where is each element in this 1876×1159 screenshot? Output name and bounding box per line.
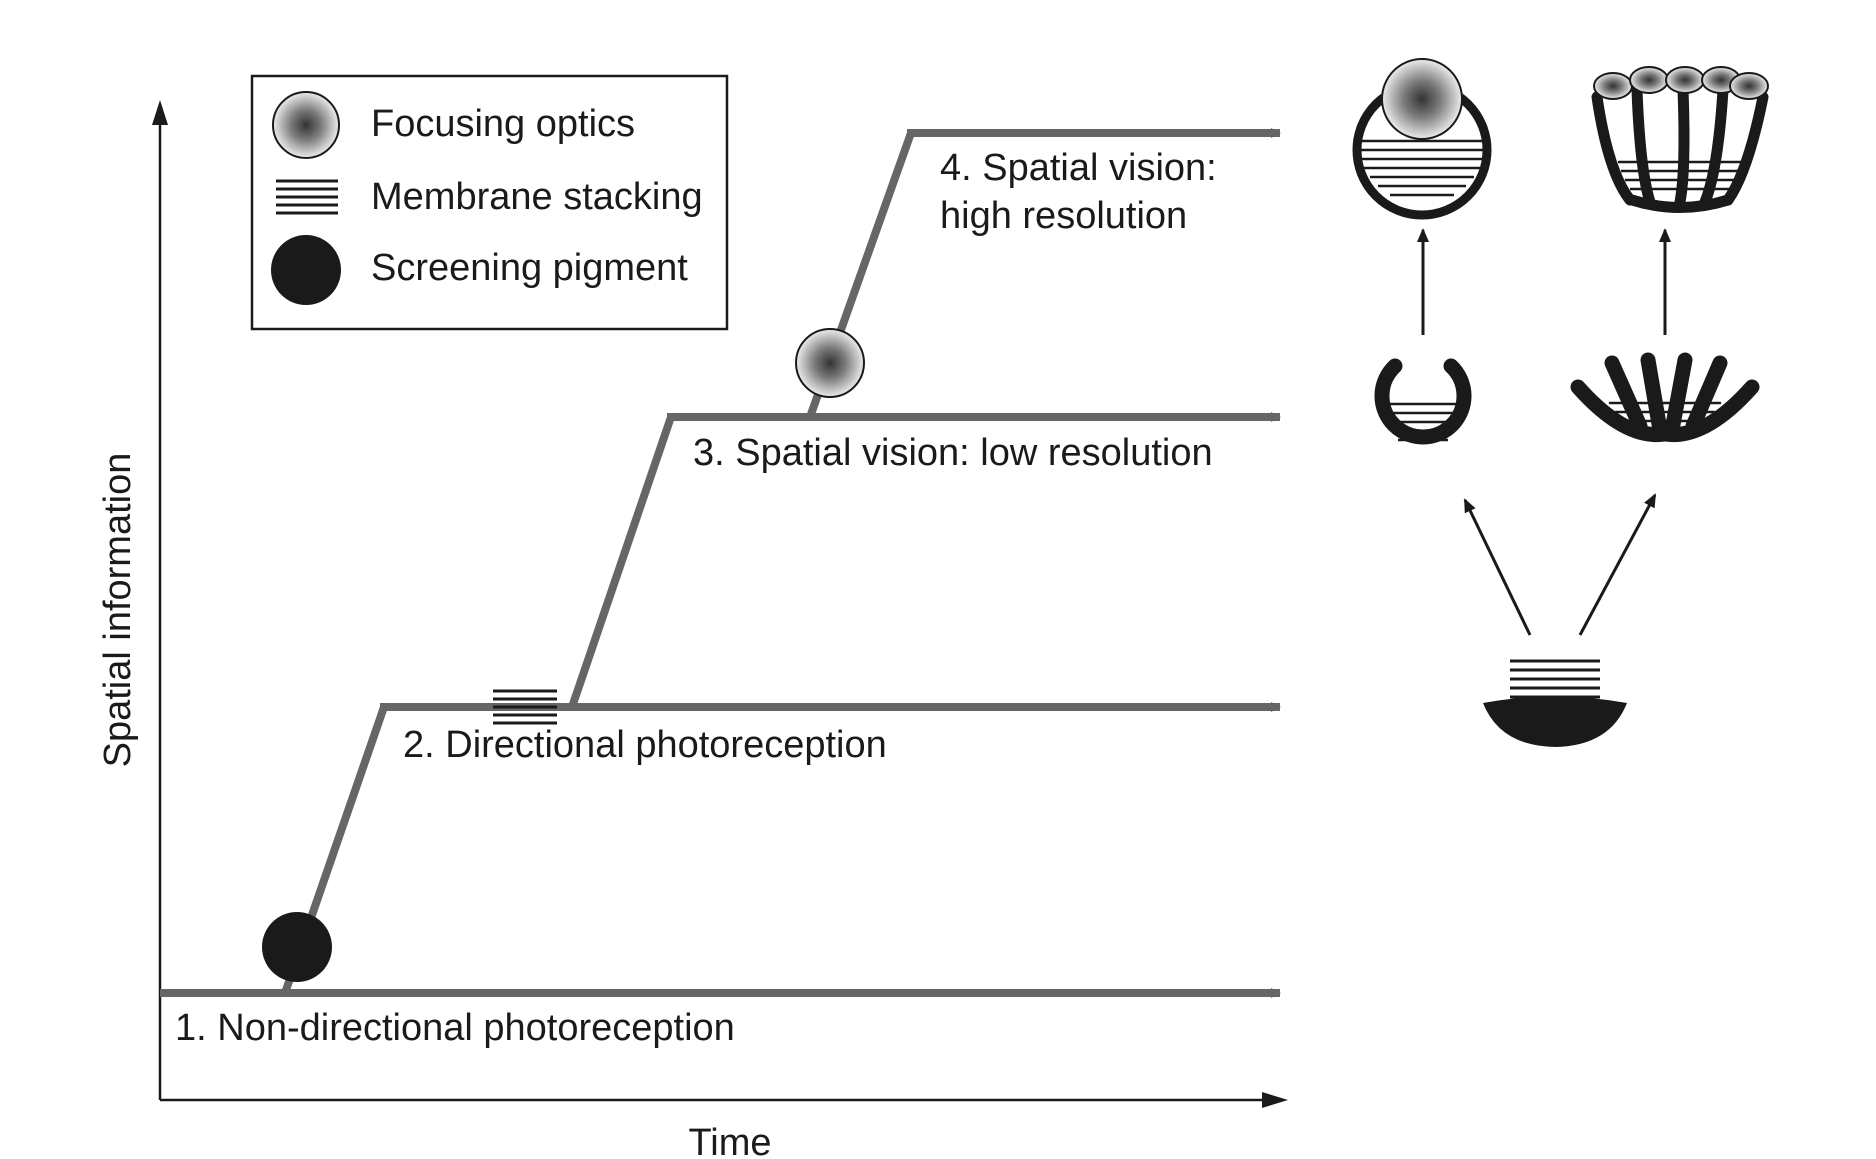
arrow-to-pit-eye bbox=[1463, 498, 1532, 636]
legend-label-focusing-optics: Focusing optics bbox=[371, 103, 635, 145]
membrane-stacking-icon bbox=[493, 689, 557, 725]
arrow-to-compound-pit bbox=[1578, 493, 1657, 636]
y-axis-arrowhead bbox=[152, 100, 168, 125]
compound-pit-icon bbox=[1570, 352, 1760, 443]
stage-2-label: 2. Directional photoreception bbox=[403, 724, 887, 766]
legend-label-membrane-stacking: Membrane stacking bbox=[371, 176, 703, 218]
legend-focusing-optics-icon bbox=[272, 91, 340, 159]
transition-2-3 bbox=[568, 415, 675, 709]
y-axis bbox=[152, 100, 168, 1100]
stage-3-label: 3. Spatial vision: low resolution bbox=[693, 432, 1213, 474]
directional-photoreceptor-icon bbox=[1483, 659, 1627, 747]
x-axis bbox=[160, 1092, 1288, 1108]
legend: Focusing optics Membrane stacking Screen… bbox=[250, 74, 729, 331]
compound-eye-icon bbox=[1591, 66, 1769, 213]
compound-eye-lens-5 bbox=[1729, 72, 1769, 100]
legend-screening-pigment-icon bbox=[271, 235, 341, 305]
stage-4-label-line2: high resolution bbox=[940, 195, 1187, 237]
y-axis-label: Spatial information bbox=[97, 453, 139, 768]
camera-eye-lens bbox=[1381, 58, 1463, 140]
stage-4-label-line1: 4. Spatial vision: bbox=[940, 147, 1217, 189]
x-axis-label: Time bbox=[688, 1122, 771, 1159]
evolution-arrows bbox=[1417, 228, 1671, 636]
compound-eye-lens-1 bbox=[1593, 72, 1633, 100]
screening-pigment-icon bbox=[262, 912, 332, 982]
camera-eye-icon bbox=[1352, 58, 1492, 220]
x-axis-arrowhead bbox=[1262, 1092, 1288, 1108]
compound-eye-lens-3 bbox=[1665, 66, 1705, 94]
compound-eye-lens-2 bbox=[1629, 66, 1669, 94]
legend-label-screening-pigment: Screening pigment bbox=[371, 247, 688, 289]
legend-membrane-stacking-icon bbox=[276, 179, 338, 215]
focusing-optics-icon bbox=[795, 328, 865, 398]
pit-eye-icon bbox=[1374, 358, 1472, 445]
stage-1-label: 1. Non-directional photoreception bbox=[175, 1007, 735, 1049]
